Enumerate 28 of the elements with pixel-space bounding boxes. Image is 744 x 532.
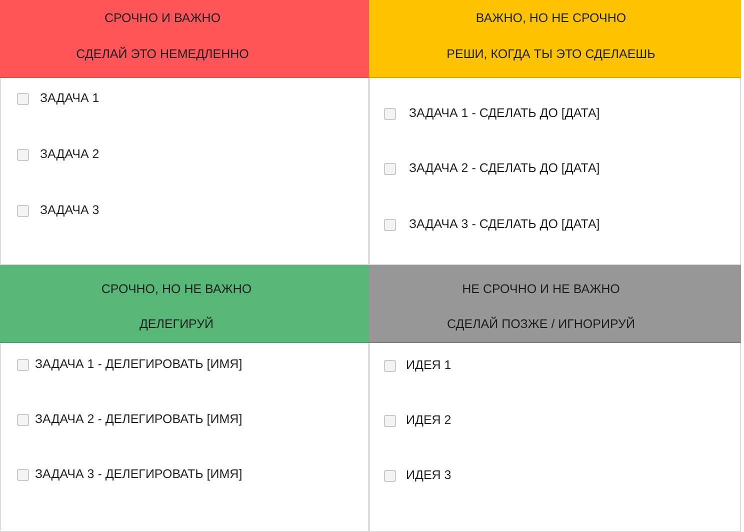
task-label: ЗАДАЧА 1 - СДЕЛАТЬ ДО [ДАТА]: [409, 106, 600, 121]
task-label: ИДЕЯ 1: [406, 358, 452, 373]
task-label: ИДЕЯ 3: [406, 468, 452, 483]
task-label: ЗАДАЧА 3: [40, 203, 100, 218]
task-label: ЗАДАЧА 2 - ДЕЛЕГИРОВАТЬ [ИМЯ]: [35, 412, 242, 427]
task-label: ЗАДАЧА 1 - ДЕЛЕГИРОВАТЬ [ИМЯ]: [35, 357, 242, 372]
action-label: РЕШИ, КОГДА ТЫ ЭТО СДЕЛАЕШЬ: [446, 47, 656, 62]
task-panel: [0, 78, 369, 265]
quadrant-header-band: [369, 0, 741, 78]
quadrant-heading: НЕ СРОЧНО И НЕ ВАЖНО: [462, 282, 620, 297]
task-label: ЗАДАЧА 3 - ДЕЛЕГИРОВАТЬ [ИМЯ]: [35, 467, 242, 482]
action-label: ДЕЛЕГИРУЙ: [139, 317, 214, 332]
action-label: СДЕЛАЙ ЭТО НЕМЕДЛЕННО: [76, 47, 249, 62]
quadrant-header-band: [0, 265, 369, 343]
task-panel: [369, 78, 741, 265]
action-label: СДЕЛАЙ ПОЗЖЕ / ИГНОРИРУЙ: [447, 317, 635, 332]
task-label: ЗАДАЧА 1: [40, 91, 100, 106]
quadrant-header-band: [0, 0, 369, 78]
quadrant-heading: ВАЖНО, НО НЕ СРОЧНО: [476, 11, 626, 26]
task-label: ЗАДАЧА 2 - СДЕЛАТЬ ДО [ДАТА]: [409, 161, 600, 176]
task-label: ЗАДАЧА 2: [40, 147, 100, 162]
task-panel: [0, 343, 369, 532]
task-panel: [369, 343, 741, 532]
quadrant-heading: СРОЧНО И ВАЖНО: [104, 11, 221, 26]
quadrant-heading: СРОЧНО, НО НЕ ВАЖНО: [101, 282, 252, 297]
task-label: ЗАДАЧА 3 - СДЕЛАТЬ ДО [ДАТА]: [409, 217, 600, 232]
quadrant-header-band: [369, 265, 741, 343]
task-label: ИДЕЯ 2: [406, 413, 452, 428]
